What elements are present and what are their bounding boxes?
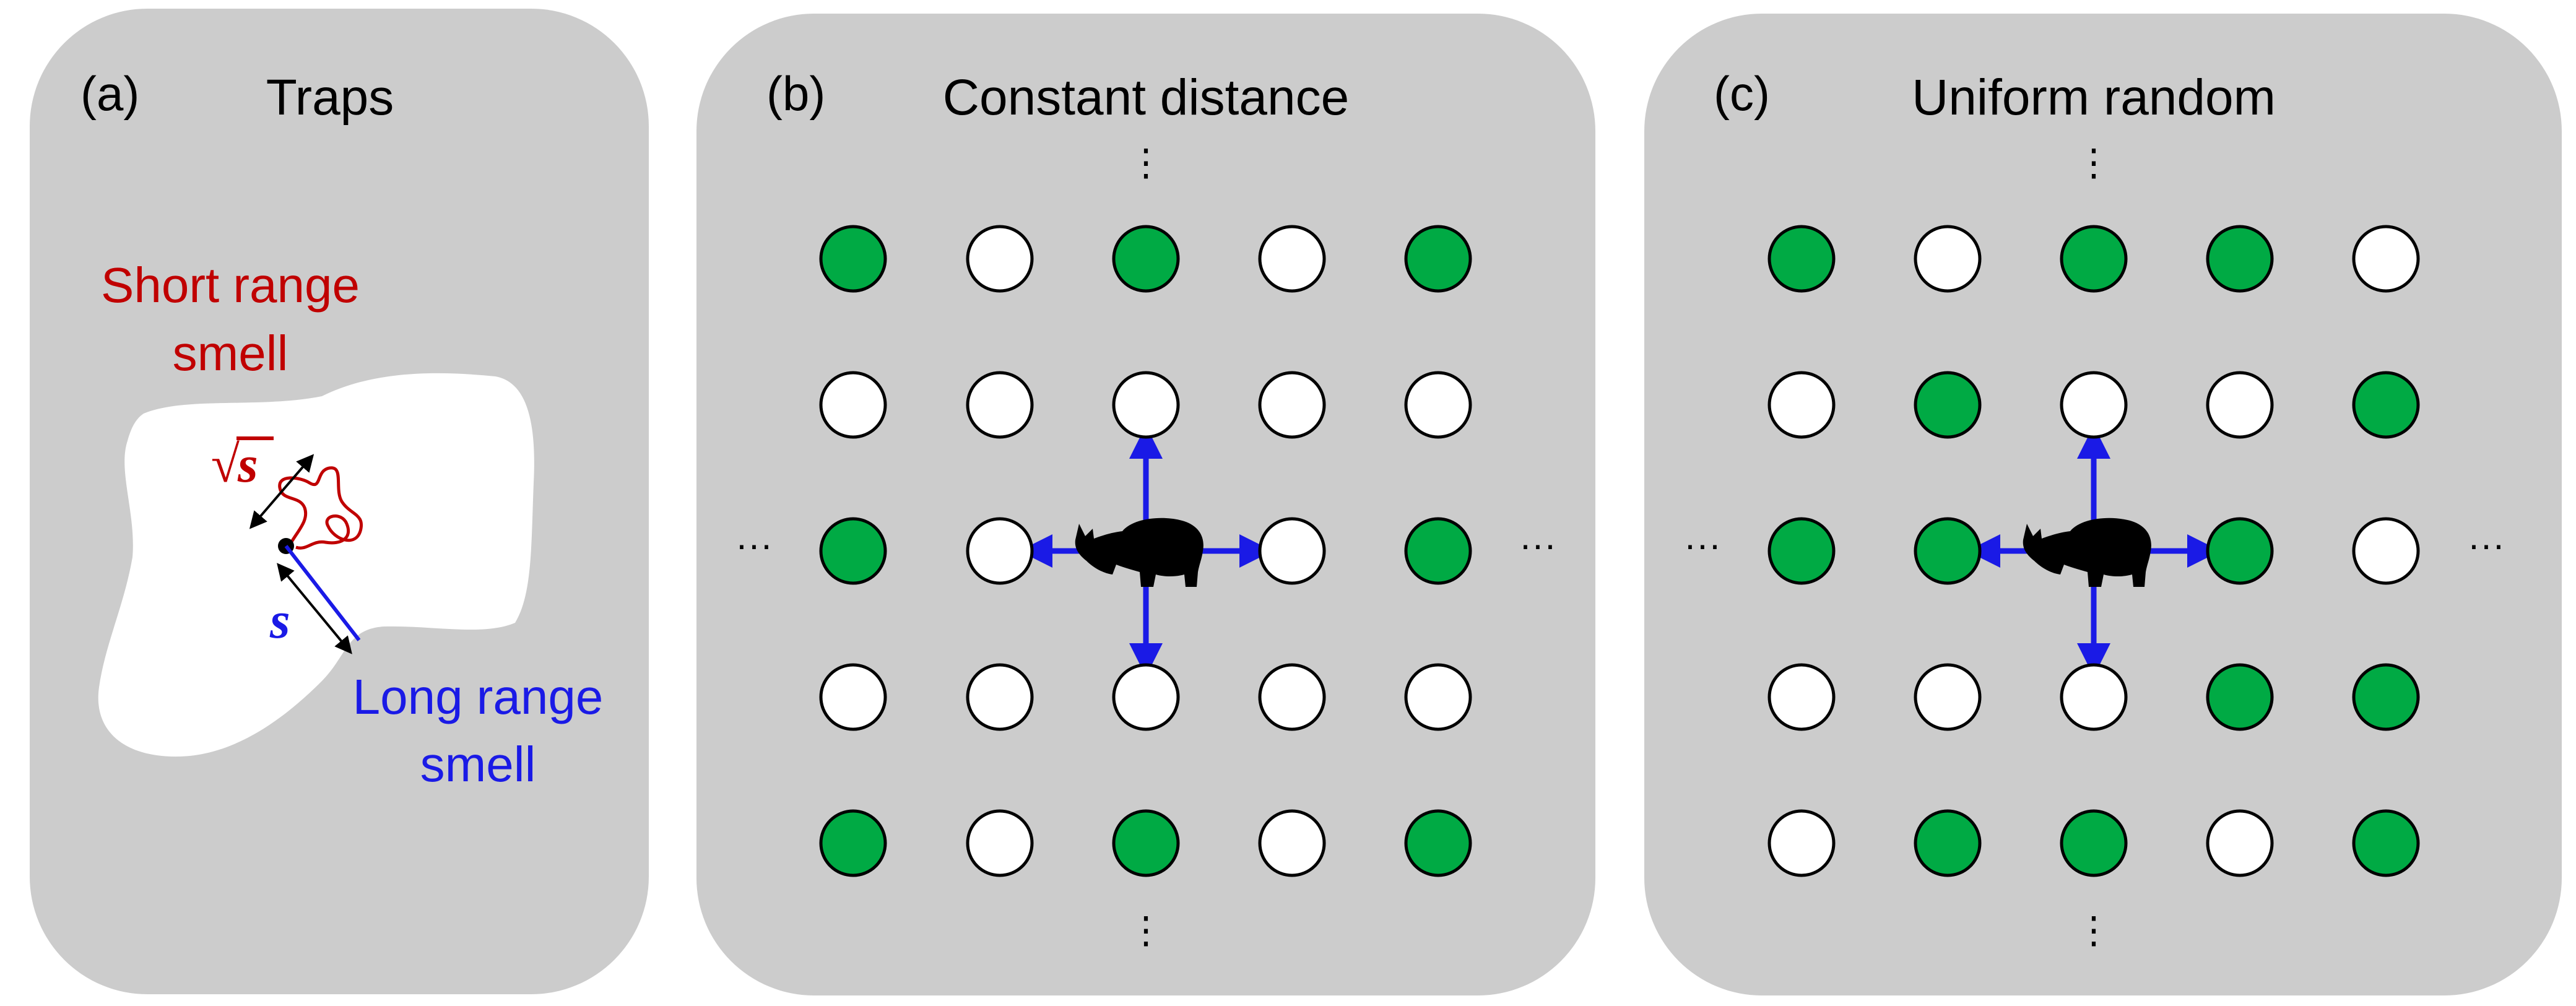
panel-a: (a) Traps Short range smell √ s s Long r…	[30, 9, 649, 994]
long-range-arrow	[277, 563, 352, 654]
trap-empty	[966, 225, 1034, 293]
trap-empty	[1258, 809, 1326, 877]
trap-filled	[2206, 663, 2274, 731]
trap-empty	[966, 809, 1034, 877]
trap-empty	[1258, 225, 1326, 293]
trap-filled	[2352, 371, 2420, 439]
trap-filled	[1404, 225, 1472, 293]
trap-filled	[819, 517, 887, 585]
short-range-label: Short range	[101, 258, 360, 313]
ellipsis-top: ⋮	[1127, 142, 1164, 183]
trap-empty	[1404, 371, 1472, 439]
trap-filled	[2352, 663, 2420, 731]
trap-empty	[2206, 371, 2274, 439]
ellipsis-right: ···	[1519, 524, 1556, 565]
short-range-arrow	[249, 454, 314, 529]
trap-filled	[1767, 517, 1836, 585]
panel-a-title: Traps	[266, 69, 394, 126]
ellipsis-bottom: ⋮	[1127, 909, 1164, 951]
panel-b: (b) Constant distance ··· ··· ⋮ ⋮	[696, 14, 1595, 995]
trap-filled	[1914, 371, 1982, 439]
trap-empty	[2206, 809, 2274, 877]
ellipsis-right: ···	[2468, 524, 2505, 565]
panel-c-label: (c)	[1714, 66, 1770, 121]
trap-filled	[1112, 809, 1180, 877]
trap-filled	[1914, 809, 1982, 877]
trap-empty	[2060, 371, 2128, 439]
trap-empty	[1258, 517, 1326, 585]
trap-empty	[1914, 225, 1982, 293]
ellipsis-top: ⋮	[2075, 142, 2112, 183]
long-range-smell-marker: s	[269, 545, 361, 654]
sqrt-symbol: √	[210, 436, 240, 493]
trap-empty	[2352, 225, 2420, 293]
ellipsis-bottom: ⋮	[2075, 909, 2112, 951]
trap-filled	[1914, 517, 1982, 585]
trap-empty	[2060, 663, 2128, 731]
trap-filled	[2352, 809, 2420, 877]
panel-c: (c) Uniform random ··· ··· ⋮ ⋮	[1644, 14, 2562, 995]
panel-b-label: (b)	[766, 66, 825, 121]
trap-empty	[819, 663, 887, 731]
trap-empty	[1404, 663, 1472, 731]
panel-a-label: (a)	[80, 66, 139, 121]
panel-b-trap-grid: ··· ··· ⋮ ⋮	[735, 142, 1556, 951]
trap-empty	[1112, 663, 1180, 731]
trap-filled	[1404, 517, 1472, 585]
trap-filled	[2060, 225, 2128, 293]
trap-empty	[1258, 663, 1326, 731]
trap-filled	[819, 225, 887, 293]
panel-c-background	[1644, 14, 2562, 995]
trap-empty	[1767, 663, 1836, 731]
trap-filled	[1404, 809, 1472, 877]
ellipsis-left: ···	[1684, 524, 1721, 565]
trap-empty	[1112, 371, 1180, 439]
trap-filled	[1112, 225, 1180, 293]
short-range-smell-marker: √ s	[210, 436, 363, 550]
panel-b-title: Constant distance	[943, 69, 1349, 126]
ellipsis-left: ···	[735, 524, 773, 565]
long-range-label: Long range	[353, 669, 604, 724]
panel-c-trap-grid: ··· ··· ⋮ ⋮	[1684, 142, 2505, 951]
short-range-label-line2: smell	[173, 326, 288, 381]
trap-empty	[966, 371, 1034, 439]
trap-filled	[2206, 517, 2274, 585]
trap-empty	[966, 517, 1034, 585]
trap-empty	[966, 663, 1034, 731]
trap-filled	[2060, 809, 2128, 877]
sqrt-s-symbol: s	[237, 436, 258, 493]
panel-c-title: Uniform random	[1912, 69, 2276, 126]
trap-filled	[819, 809, 887, 877]
trap-empty	[2352, 517, 2420, 585]
trap-empty	[1767, 371, 1836, 439]
trap-filled	[1767, 225, 1836, 293]
trap-empty	[1258, 371, 1326, 439]
trap-filled	[2206, 225, 2274, 293]
trap-empty	[1914, 663, 1982, 731]
long-range-label-line2: smell	[420, 737, 536, 792]
trap-empty	[819, 371, 887, 439]
s-symbol: s	[269, 592, 290, 649]
trap-empty	[1767, 809, 1836, 877]
